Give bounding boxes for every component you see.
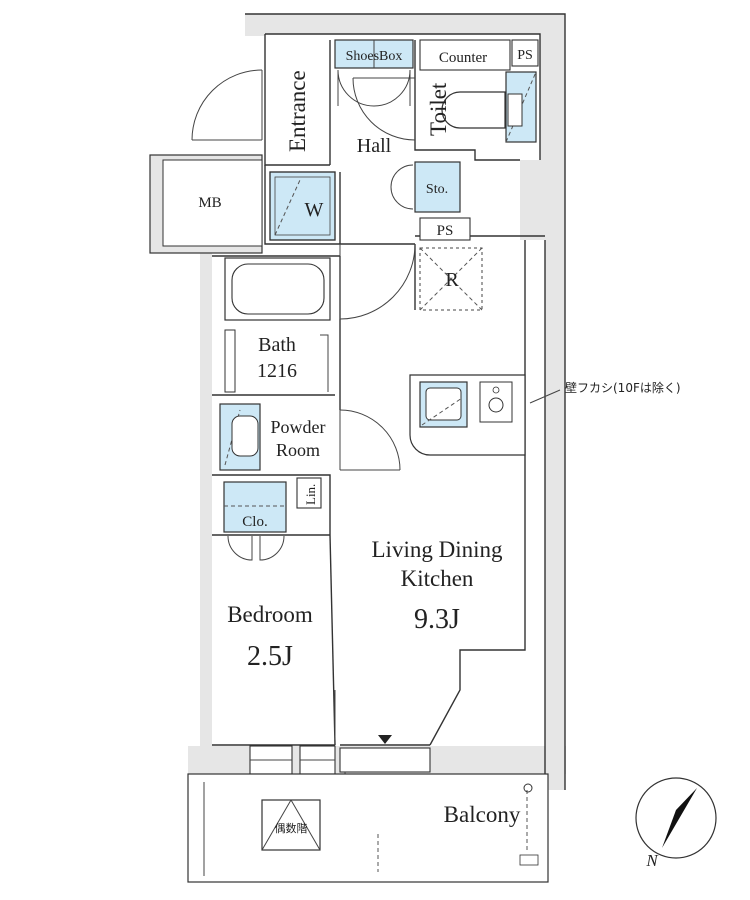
label-bath: Bath — [258, 334, 296, 356]
label-closet: Clo. — [242, 514, 267, 530]
label-shoes-box: ShoesBox — [346, 49, 403, 64]
bathtub — [224, 257, 331, 393]
kitchen-counter — [409, 374, 561, 456]
label-linen: Lin. — [303, 484, 318, 505]
label-powder-room: Room — [276, 440, 320, 460]
vanity — [219, 403, 261, 471]
mb-closet — [149, 154, 263, 254]
label-entrance: Entrance — [285, 70, 310, 152]
wall-note: 壁フカシ(10Fは除く) — [565, 380, 681, 395]
label-ps-top: PS — [517, 48, 533, 63]
label-hall: Hall — [357, 135, 392, 157]
washer-space — [269, 171, 336, 241]
label-powder: Powder — [271, 417, 326, 437]
fridge-space — [419, 247, 483, 311]
label-bedroom-size: 2.5J — [247, 641, 293, 672]
bedroom-window — [249, 690, 336, 775]
label-storage: Sto. — [426, 182, 448, 197]
label-washer: W — [305, 199, 324, 221]
balcony — [187, 773, 549, 883]
compass — [635, 777, 717, 859]
label-stairs: 偶数階 — [275, 821, 308, 835]
label-ldk-size: 9.3J — [414, 604, 460, 635]
closet — [223, 481, 287, 561]
hall-door[interactable] — [339, 243, 416, 320]
powder-room-door[interactable] — [339, 409, 401, 471]
shoes-box — [334, 39, 414, 107]
label-ldk: Living Dining — [372, 537, 503, 562]
label-ps-mid: PS — [437, 223, 454, 239]
label-bath-size: 1216 — [257, 360, 297, 382]
label-fridge: R — [445, 269, 459, 291]
compass-north-label: N — [645, 851, 659, 870]
linen-closet — [296, 477, 322, 509]
label-toilet: Toilet — [426, 82, 451, 136]
interior-walls — [212, 34, 545, 746]
label-balcony: Balcony — [444, 802, 521, 827]
entrance-door[interactable] — [191, 69, 263, 141]
label-mb: MB — [198, 195, 221, 211]
label-kitchen: Kitchen — [401, 566, 474, 591]
label-bedroom: Bedroom — [227, 602, 313, 627]
label-counter: Counter — [439, 50, 487, 66]
toilet-door[interactable] — [352, 77, 416, 141]
toilet-room — [419, 39, 539, 143]
ps-mid — [419, 217, 471, 241]
storage — [390, 161, 461, 213]
escape-hatch — [261, 799, 321, 851]
